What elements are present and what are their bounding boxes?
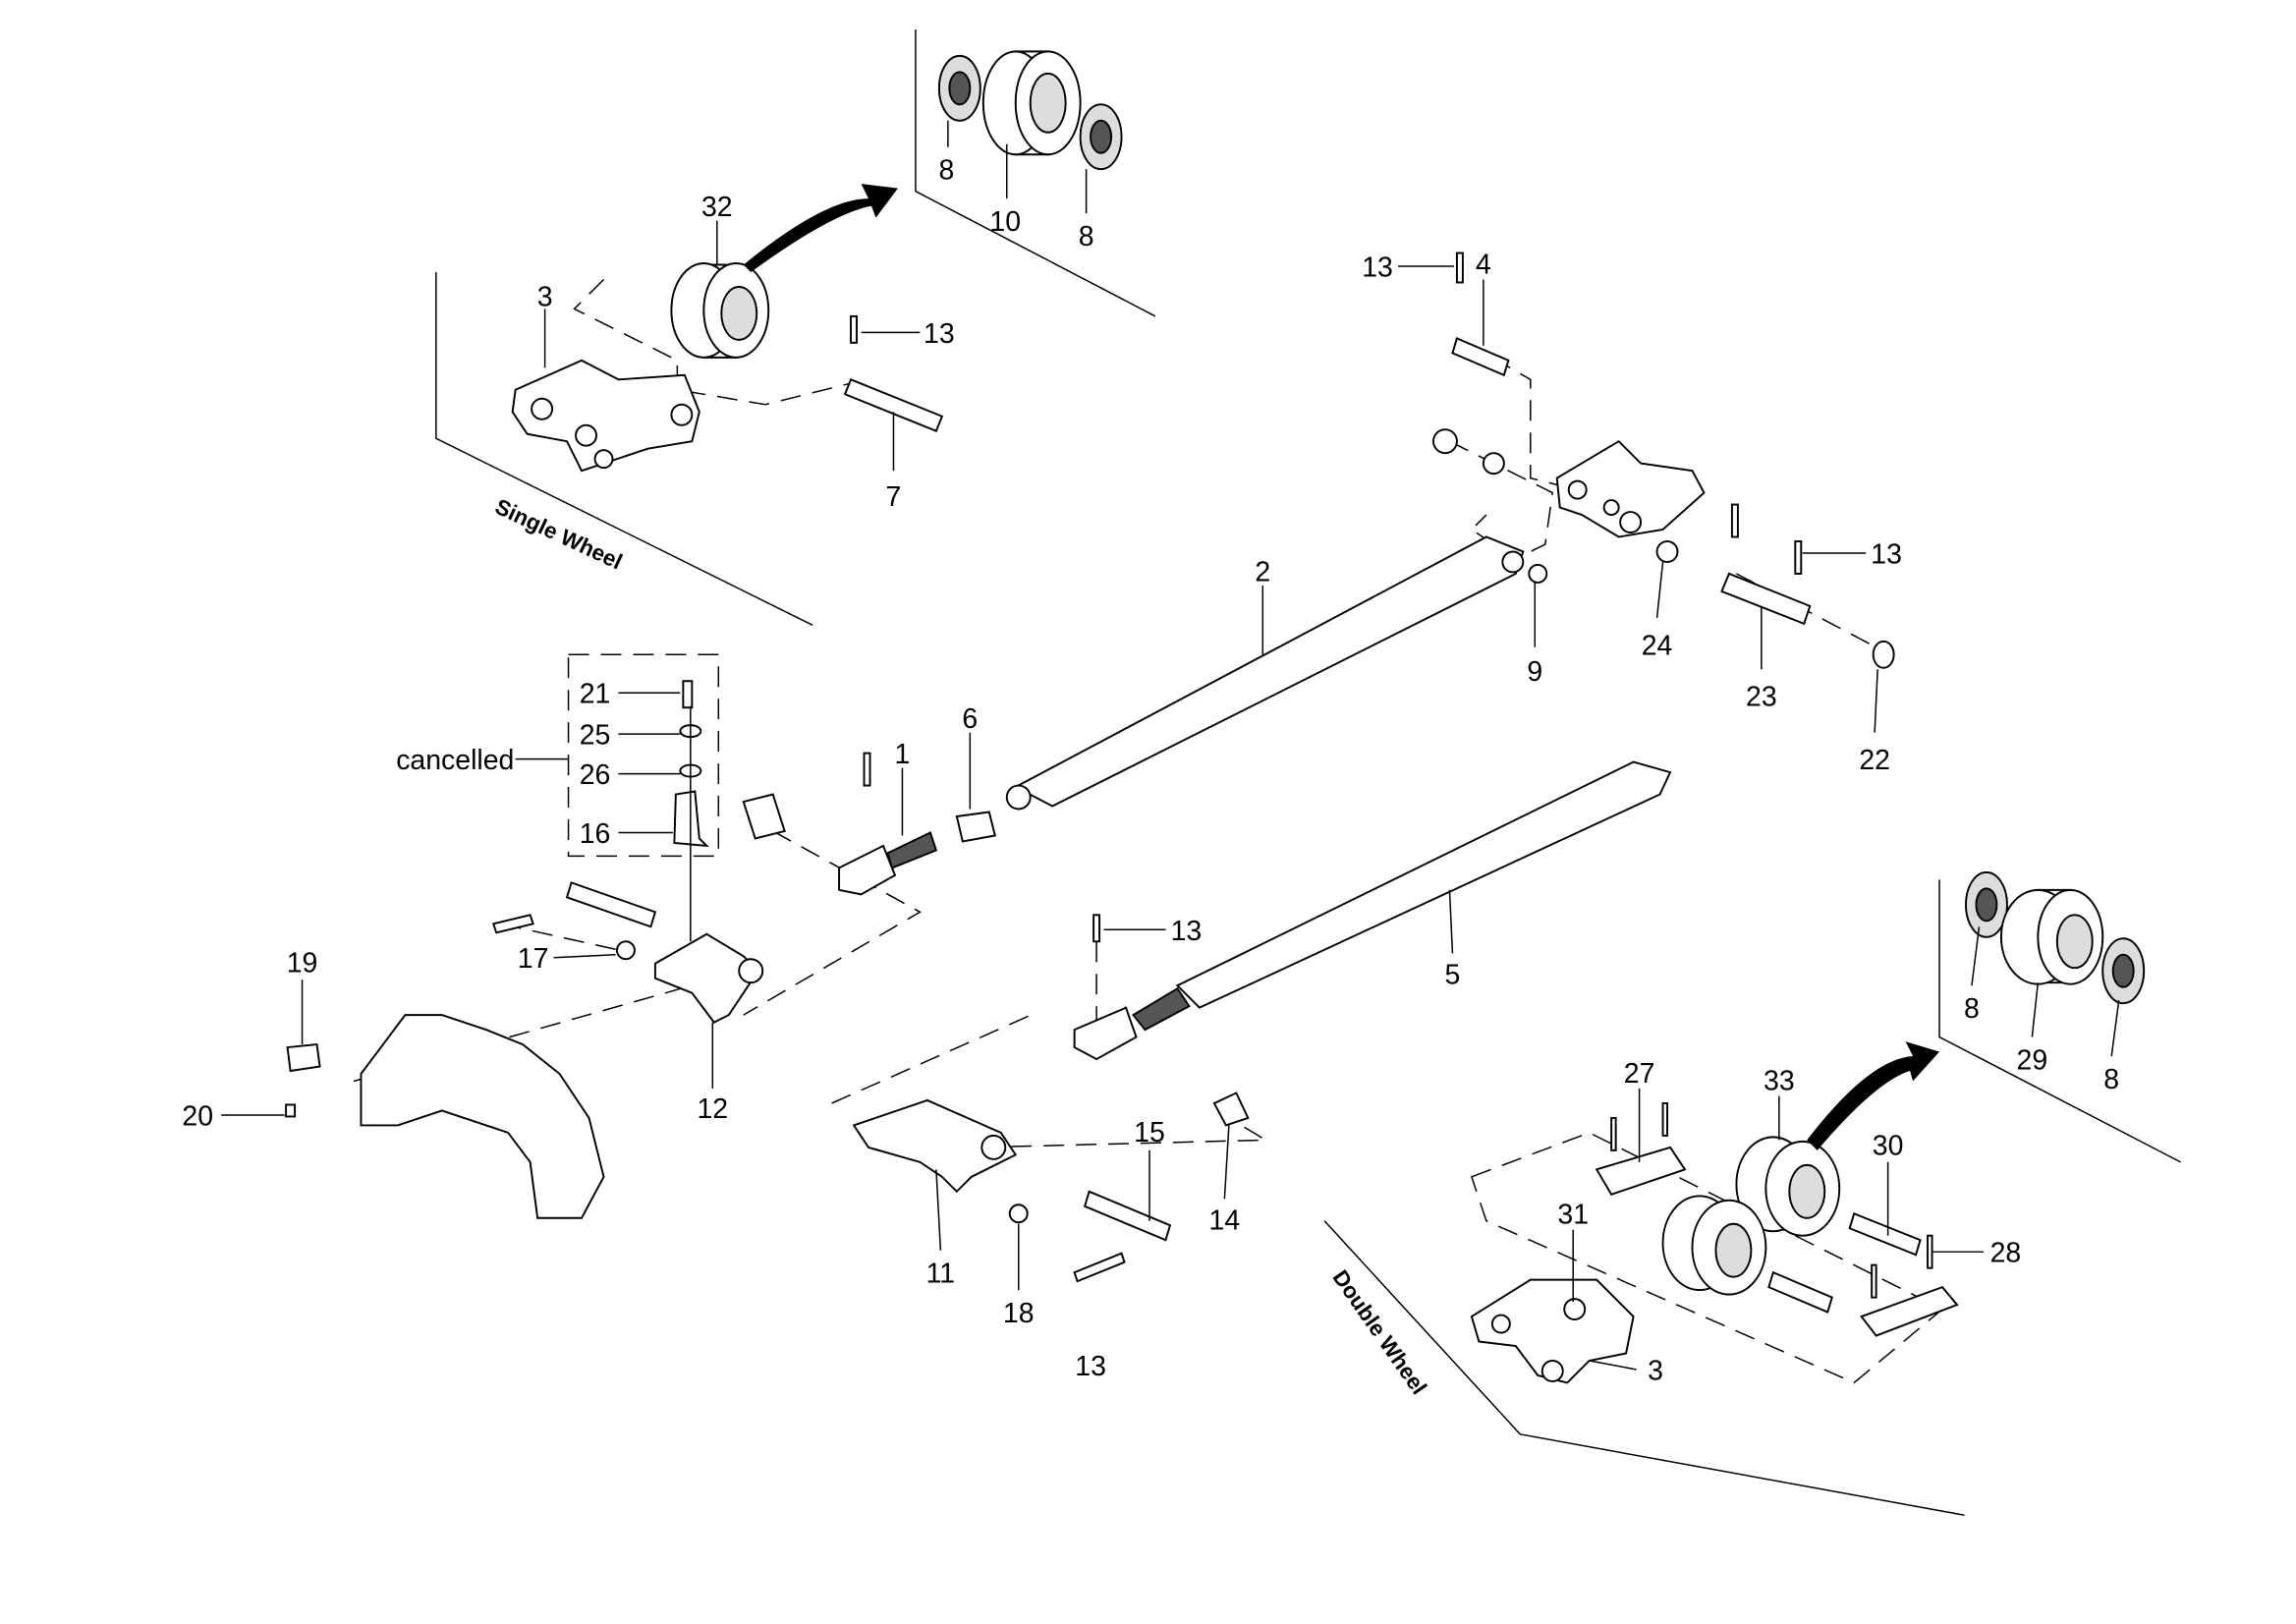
callout-label: 19 (287, 948, 318, 980)
pin-13-top (1455, 252, 1464, 284)
callout-label: 11 (926, 1259, 956, 1290)
callout-label: 13 (1362, 252, 1393, 283)
group-borders (435, 28, 2181, 1516)
callout-label: 2 (1255, 556, 1270, 588)
callout-label: 8 (1079, 221, 1094, 252)
callout-label: 1 (895, 739, 911, 770)
nut-6 (955, 811, 996, 843)
callout-label: 22 (1859, 745, 1890, 776)
leader-lines (221, 120, 2120, 1371)
rollers-33 (1661, 1041, 1940, 1296)
callout-label: 6 (962, 703, 978, 735)
pin-4 (1451, 337, 1510, 377)
callout-label: 25 (580, 720, 611, 752)
clevis-5 (1073, 1006, 1138, 1061)
callout-label: 17 (518, 943, 549, 975)
callout-label: 23 (1746, 682, 1777, 713)
callout-label: 8 (1964, 993, 1980, 1025)
callout-label: 10 (989, 206, 1021, 238)
callout-label: 8 (938, 155, 954, 187)
caption-double-wheel: Double Wheel (1328, 1265, 1432, 1399)
callout-label: 4 (1476, 249, 1491, 280)
roller-single (937, 50, 1123, 171)
callout-label: 13 (1871, 538, 1902, 570)
link-27 (1595, 1146, 1687, 1196)
bushing (742, 793, 786, 840)
rod-5 (1175, 760, 1672, 1009)
callout-label: 9 (1527, 656, 1542, 688)
caption-single-wheel: Single Wheel (491, 494, 626, 575)
parts (285, 50, 2146, 1384)
bracket-3-double (1470, 1278, 1635, 1384)
caption-cancelled: cancelled (396, 745, 514, 776)
callout-label: 27 (1624, 1058, 1655, 1090)
callout-label: 33 (1764, 1065, 1795, 1096)
callout-label: 3 (1648, 1355, 1663, 1386)
callout-label: 14 (1209, 1205, 1241, 1237)
frame-casting (360, 1014, 605, 1219)
callout-label: 29 (2017, 1045, 2048, 1077)
clevis-1 (838, 844, 897, 896)
lever-11 (852, 1098, 1018, 1194)
roller-double-top (1965, 870, 2146, 1005)
callout-label: 31 (1557, 1200, 1589, 1231)
bracket-right (1555, 439, 1706, 538)
bracket-3-single (511, 359, 700, 473)
callout-label: 13 (1171, 916, 1203, 947)
callout-label: 24 (1642, 630, 1673, 661)
callout-label: 32 (701, 192, 733, 223)
callout-label: 16 (580, 818, 611, 850)
callout-label: 20 (182, 1100, 213, 1132)
callout-label: 30 (1873, 1130, 1904, 1161)
callout-label: 13 (1075, 1351, 1106, 1382)
pin-13 (850, 314, 859, 344)
callout-label: 3 (537, 281, 553, 312)
callout-label: 7 (886, 481, 902, 513)
callout-label: 13 (924, 318, 955, 350)
lever-12 (653, 932, 759, 1024)
callout-label: 21 (580, 679, 611, 710)
callout-label: 12 (697, 1093, 728, 1125)
callout-label: 5 (1445, 960, 1461, 991)
callout-label: 18 (1003, 1298, 1035, 1329)
callout-label: 15 (1134, 1117, 1165, 1148)
pin-23 (1720, 572, 1812, 626)
callout-label: 28 (1990, 1238, 2022, 1269)
thread-1 (886, 831, 938, 869)
callout-label: 8 (2103, 1064, 2119, 1095)
roller-32 (670, 184, 898, 359)
callout-label: 26 (580, 759, 611, 791)
pin-7 (843, 378, 944, 432)
